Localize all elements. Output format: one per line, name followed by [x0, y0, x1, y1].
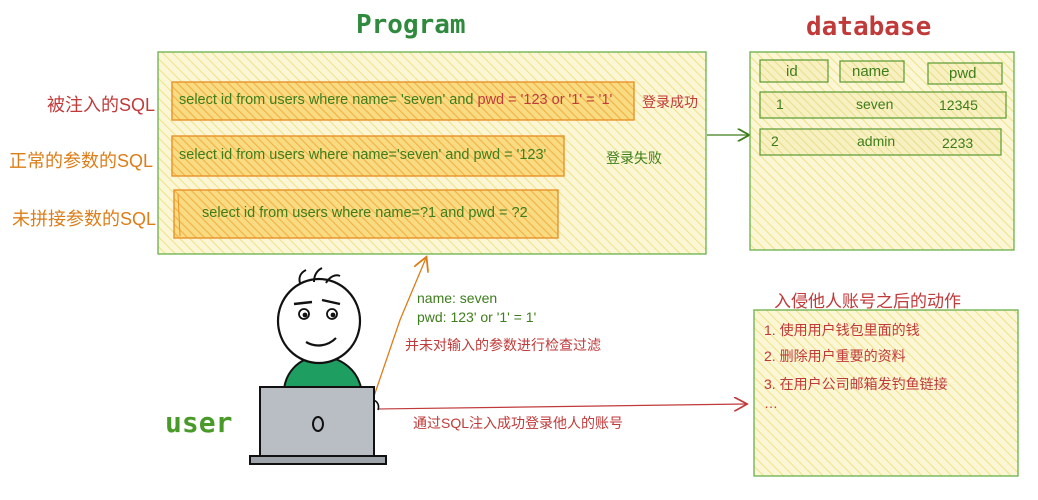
db-row-1	[759, 91, 1007, 119]
action-item: 1. 使用用户钱包里面的钱	[764, 322, 920, 338]
db-cell: 12345	[939, 97, 978, 113]
program-title: Program	[356, 10, 466, 40]
db-cell: 2233	[942, 135, 974, 151]
sql-injected: select id from users where name= 'seven'…	[179, 92, 612, 108]
sql-injected-prefix: select id from users where name= 'seven'…	[179, 92, 478, 108]
db-cell: 2	[771, 133, 779, 149]
input-name: name: seven	[417, 290, 498, 306]
db-cell: seven	[856, 96, 894, 112]
actions-box	[753, 309, 1019, 477]
sql-normal: select id from users where name='seven' …	[179, 147, 547, 163]
row-label-normal: 正常的参数的SQL	[9, 151, 154, 171]
note-unchecked: 并未对输入的参数进行检查过滤	[405, 337, 601, 353]
sql-row-box-normal	[171, 135, 565, 177]
db-header-id-text: id	[786, 63, 798, 80]
user-label: user	[165, 406, 233, 439]
sql-param: select id from users where name=?1 and p…	[202, 205, 528, 221]
db-cell: 1	[776, 96, 784, 112]
sql-row-box-injected	[171, 81, 635, 121]
note-login: 通过SQL注入成功登录他人的账号	[413, 415, 624, 431]
sql-injected-payload: pwd = '123 or '1' = '1'	[477, 92, 613, 108]
db-header-name-text: name	[852, 63, 890, 80]
db-header-pwd-text: pwd	[949, 65, 977, 82]
action-item: 3. 在用户公司邮箱发钓鱼链接	[764, 376, 948, 392]
action-item: …	[764, 395, 778, 411]
laptop-icon	[249, 386, 387, 465]
input-pwd: pwd: 123' or '1' = 1'	[417, 309, 537, 325]
injection-arrow	[371, 258, 426, 403]
db-header-pwd	[927, 62, 1003, 85]
database-title: database	[806, 12, 932, 42]
result-login-fail: 登录失败	[606, 150, 662, 166]
actions-title: 入侵他人账号之后的动作	[774, 292, 961, 311]
login-arrow	[377, 404, 746, 409]
db-cell: admin	[857, 133, 896, 149]
db-header-name	[839, 60, 905, 83]
row-label-injected: 被注入的SQL	[47, 95, 156, 115]
result-login-success: 登录成功	[642, 94, 698, 110]
db-row-2	[759, 128, 1002, 156]
action-item: 2. 删除用户重要的资料	[764, 348, 906, 364]
row-label-param: 未拼接参数的SQL	[12, 209, 157, 229]
db-header-id	[759, 59, 829, 83]
sql-row-box-param	[173, 189, 559, 239]
